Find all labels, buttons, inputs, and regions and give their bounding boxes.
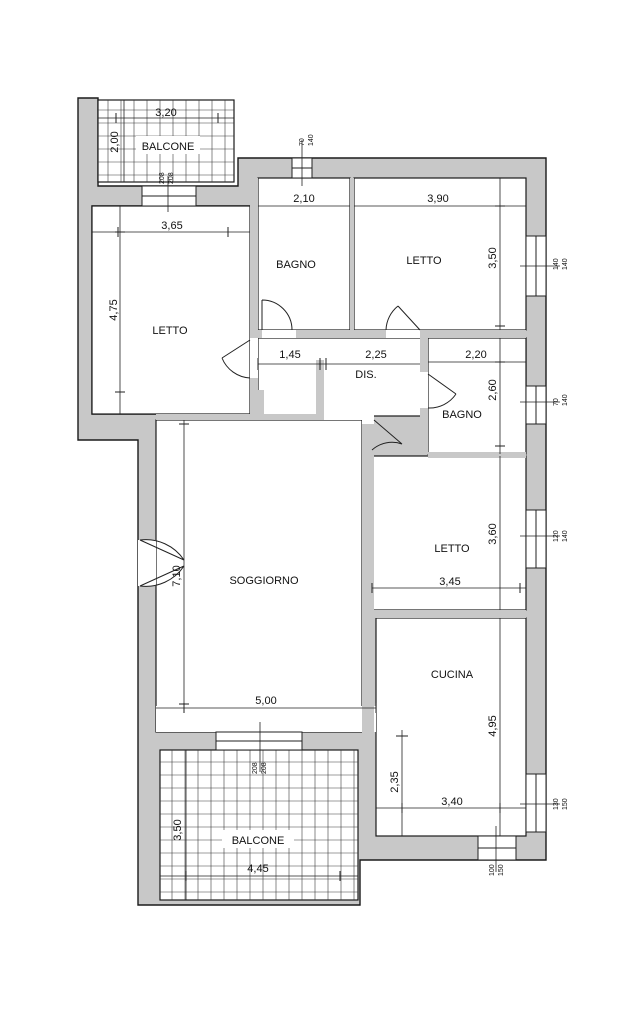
door-letto-right bbox=[371, 419, 403, 451]
door-entrance bbox=[139, 539, 185, 587]
partition-e bbox=[428, 452, 526, 458]
opening-bal1-a: 208 bbox=[159, 172, 166, 184]
soggiorno-bottom-extension bbox=[156, 706, 376, 732]
dim-bagno-right-h: 2,60 bbox=[487, 379, 499, 400]
door-letto-left bbox=[221, 339, 251, 379]
partition-h bbox=[156, 414, 362, 420]
room-cucina bbox=[375, 617, 527, 837]
balcony-top-label-bg bbox=[136, 136, 200, 154]
opening-bal1-b: 208 bbox=[168, 172, 175, 184]
door-bagno-right bbox=[427, 373, 457, 409]
dim-bagno-right-w: 2,20 bbox=[465, 349, 486, 361]
dim-balcone-bottom-w: 4,45 bbox=[247, 863, 268, 875]
windows bbox=[141, 157, 547, 861]
dimension-texts: 3,20 2,00 3,65 4,75 2,10 3,90 3,50 1,45 … bbox=[108, 107, 499, 875]
door-bagno-top bbox=[261, 299, 293, 331]
opening-texts: 70 140 208 208 140 140 70 140 120 140 20… bbox=[159, 134, 569, 876]
room-labels: BALCONE LETTO BAGNO LETTO DIS. BAGNO LET… bbox=[142, 141, 483, 847]
dim-letto-top-right-w: 3,90 bbox=[427, 193, 448, 205]
opening-r2-a: 70 bbox=[553, 398, 560, 406]
balcony-top bbox=[97, 99, 235, 183]
door-letto-top-right bbox=[385, 305, 421, 331]
dim-letto-right-h: 3,60 bbox=[487, 523, 499, 544]
label-balcone-top: BALCONE bbox=[142, 141, 195, 153]
partition-f bbox=[362, 414, 374, 734]
partition-b bbox=[350, 178, 354, 330]
balcony-bottom-label-bg bbox=[222, 830, 294, 848]
dim-letto-left-w: 3,65 bbox=[161, 220, 182, 232]
dim-cucina-h: 4,95 bbox=[487, 715, 499, 736]
label-soggiorno: SOGGIORNO bbox=[229, 575, 299, 587]
label-bagno-right: BAGNO bbox=[442, 409, 482, 421]
opening-r2-b: 140 bbox=[562, 394, 569, 406]
dim-soggiorno-h: 7,10 bbox=[171, 565, 183, 586]
dim-letto-right-w: 3,45 bbox=[439, 576, 460, 588]
dim-soggiorno-w: 5,00 bbox=[255, 695, 276, 707]
room-letto-left bbox=[91, 205, 251, 415]
dim-bagno-top-w: 2,10 bbox=[293, 193, 314, 205]
label-dis: DIS. bbox=[355, 369, 376, 381]
partition-g bbox=[372, 610, 526, 618]
dimension-lines bbox=[92, 100, 560, 900]
room-soggiorno bbox=[155, 419, 363, 733]
dim-cucina-w: 3,40 bbox=[441, 796, 462, 808]
opening-r4-b: 150 bbox=[562, 798, 569, 810]
opening-r3-b: 140 bbox=[562, 530, 569, 542]
opening-bal2-a: 208 bbox=[252, 762, 259, 774]
dim-balcone-top-h: 2,00 bbox=[109, 131, 121, 152]
partition-j bbox=[256, 390, 264, 416]
room-bagno-right bbox=[427, 337, 527, 455]
dim-dis-a: 1,45 bbox=[279, 349, 300, 361]
label-letto-left: LETTO bbox=[152, 325, 188, 337]
partition-a bbox=[250, 178, 258, 414]
label-cucina: CUCINA bbox=[431, 669, 474, 681]
opening-r3-a: 120 bbox=[553, 530, 560, 542]
label-letto-top-right: LETTO bbox=[406, 255, 442, 267]
opening-top-a: 70 bbox=[299, 138, 306, 146]
opening-bot-a: 100 bbox=[489, 864, 496, 876]
balcony-bottom-grid bbox=[160, 750, 358, 900]
opening-bot-b: 150 bbox=[498, 864, 505, 876]
dim-dis-b: 2,25 bbox=[365, 349, 386, 361]
dim-cucina-sub-h: 2,35 bbox=[389, 771, 401, 792]
dim-balcone-top-w: 3,20 bbox=[155, 107, 176, 119]
opening-r4-a: 130 bbox=[553, 798, 560, 810]
balcony-bottom bbox=[159, 749, 359, 901]
dim-letto-left-h: 4,75 bbox=[108, 299, 120, 320]
dim-letto-top-right-h: 3,50 bbox=[487, 247, 499, 268]
label-balcone-bottom: BALCONE bbox=[232, 835, 285, 847]
doors bbox=[139, 299, 457, 587]
room-bagno-top bbox=[257, 177, 351, 331]
rooms bbox=[91, 177, 527, 837]
door-gaps bbox=[138, 330, 428, 586]
opening-r1-a: 140 bbox=[553, 258, 560, 270]
opening-bal2-b: 208 bbox=[261, 762, 268, 774]
label-bagno-top: BAGNO bbox=[276, 259, 316, 271]
dim-balcone-bottom-h: 3,50 bbox=[172, 819, 184, 840]
opening-top-b: 140 bbox=[308, 134, 315, 146]
label-letto-right: LETTO bbox=[434, 543, 470, 555]
partition-i bbox=[316, 360, 324, 416]
opening-r1-b: 140 bbox=[562, 258, 569, 270]
